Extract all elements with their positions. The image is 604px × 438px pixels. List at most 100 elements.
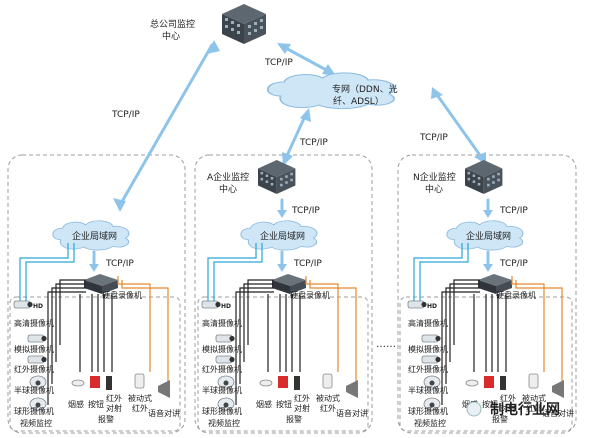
passive-ir-label-1: 被动式 [316,393,340,403]
intercom-label: 语音对讲 [336,408,368,418]
ir-beam-label-1: 红外 [106,393,122,403]
intercom-icon [158,380,170,398]
ir-beam-label-1: 红外 [500,393,516,403]
cluster-a: 企业局域网 TCP/IP 硬盘录像机 HD 高清摄像机 模拟摄像机 红外摄像机 … [201,220,368,428]
network-arrows [92,43,490,270]
passive-ir-icon [134,373,145,389]
analog-camera-icon [27,334,48,343]
analog-camera-icon [215,334,236,343]
cluster-left: 企业局域网 TCP/IP 硬盘录像机 HD 高清摄像机 模拟摄像机 红外摄像机 … [13,220,180,428]
arrowhead-n-dvr [483,264,493,272]
hq-tcpip-label: TCP/IP [264,58,293,68]
ir-beam-label-2: 对射 [106,403,122,413]
n-building [465,160,503,194]
alarm-label: 报警 [98,414,114,424]
smoke-label: 烟感 [256,399,272,409]
hd-camera-icon [201,300,222,309]
arrowhead-private-a-down [282,152,293,166]
button-label: 按钮 [482,399,498,409]
ball-camera-label: 球形摄像机 [202,406,242,416]
arrowhead-private-n-up [431,87,443,99]
cluster-n: 企业局域网 TCP/IP 硬盘录像机 HD 高清摄像机 模拟摄像机 红外摄像机 … [407,220,574,428]
video-monitor-label: 视频监控 [414,418,446,428]
dome-camera-label: 半球摄像机 [408,385,448,395]
boundary-n [397,154,577,434]
dvr-label: 硬盘录像机 [290,290,330,300]
boundary-a [194,154,373,434]
arrow-private-a [283,112,308,162]
analog-camera-icon [421,334,442,343]
hq-building [222,4,266,44]
n-label-line1: N企业监控 [413,171,456,183]
passive-ir-label-2: 红外 [320,403,336,413]
ir-beam-label-2: 对射 [500,403,516,413]
hq-label-line2: 中心 [162,30,180,42]
video-monitor-label: 视频监控 [20,418,52,428]
analog-camera-label: 模拟摄像机 [408,344,448,354]
intercom-icon [346,380,358,398]
arrow-hq-private [280,44,332,74]
intercom-label: 语音对讲 [148,408,180,418]
hd-badge: HD [427,303,437,310]
ellipsis: …… [376,339,396,350]
watermark-text: 制电行业网 [490,401,560,418]
private-network-line1: 专网（DDN、光 [332,83,398,95]
hd-camera-label: 高清摄像机 [408,318,448,328]
smoke-detector-icon [259,379,273,387]
watermark: 制电行业网 [466,401,560,418]
hd-camera-icon [407,300,428,309]
ir-beam-label-1: 红外 [294,393,310,403]
alarm-button-icon [90,376,100,388]
subbox-a [197,296,369,432]
a-lan-tcpip-label: TCP/IP [291,206,320,216]
watermark-logo-icon [466,401,482,417]
a-building [258,160,296,194]
alarm-button-icon [278,376,288,388]
arrowhead-private-a-up [300,108,311,122]
lan-label: 企业局域网 [466,230,511,242]
arrowhead-hq-left [113,198,126,212]
passive-ir-label-2: 红外 [132,403,148,413]
subbox-left [9,296,181,432]
alarm-label: 报警 [286,414,302,424]
infrared-camera-icon [421,355,442,364]
boundary-left [7,154,186,434]
hd-badge: HD [221,303,231,310]
hd-camera-icon [13,300,34,309]
infrared-camera-icon [27,355,48,364]
n-label-line2: 中心 [425,183,443,195]
hd-camera-label: 高清摄像机 [202,318,242,328]
smoke-label: 烟感 [68,399,84,409]
lan-label: 企业局域网 [260,230,305,242]
hd-badge: HD [33,303,43,310]
hq-label-line1: 总公司监控 [150,18,195,30]
private-network-line2: 纤、ADSL） [333,95,384,107]
arrow-private-n [433,90,484,160]
dome-camera-label: 半球摄像机 [14,385,54,395]
ir-beam-label-2: 对射 [294,403,310,413]
analog-camera-label: 模拟摄像机 [202,344,242,354]
arrowhead-private-in [322,64,336,76]
alarm-button-icon [484,376,494,388]
ir-beam-icon [294,376,300,390]
ir-beam-icon [106,376,112,390]
smoke-detector-icon [71,379,85,387]
n-lan-tcpip-label: TCP/IP [499,206,528,216]
hd-camera-label: 高清摄像机 [14,318,54,328]
passive-ir-label-1: 被动式 [522,393,546,403]
lan-tcpip-label: TCP/IP [293,259,322,269]
button-label: 按钮 [276,399,292,409]
video-monitor-label: 视频监控 [208,418,240,428]
lan-tcpip-label: TCP/IP [499,259,528,269]
ball-camera-label: 球形摄像机 [14,406,54,416]
intercom-label: 语音对讲 [542,408,574,418]
smoke-detector-icon [465,379,479,387]
dome-camera-label: 半球摄像机 [202,385,242,395]
lan-label: 企业局域网 [72,230,117,242]
infrared-camera-icon [215,355,236,364]
left-tcpip-label: TCP/IP [111,110,140,120]
analog-camera-label: 模拟摄像机 [14,344,54,354]
enterprise-boundaries [7,154,577,434]
private-a-tcpip-label: TCP/IP [299,138,328,148]
lan-tcpip-label: TCP/IP [105,259,134,269]
